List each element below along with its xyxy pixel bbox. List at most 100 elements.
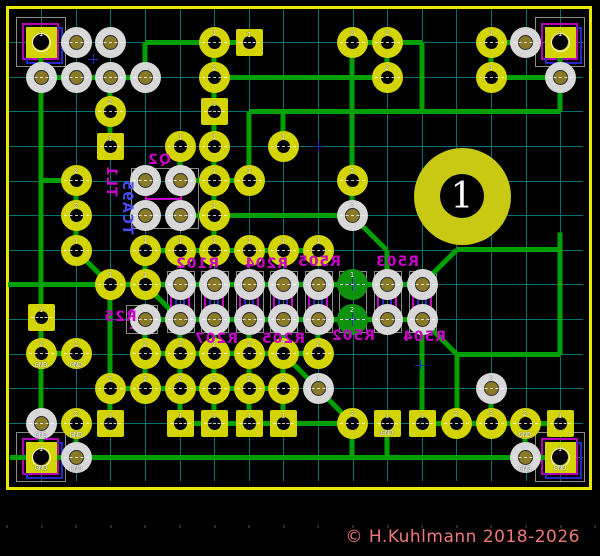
through-hole-pad[interactable]: 2 [440,407,472,439]
copper-trace[interactable] [352,39,387,45]
bottom-layer-pad[interactable] [94,61,126,93]
bottom-layer-pad[interactable] [371,268,403,300]
bottom-layer-pad[interactable] [233,303,265,335]
through-hole-pad[interactable]: 2 [129,337,161,369]
bottom-layer-pad[interactable] [198,303,230,335]
bottom-layer-pad[interactable]: GND [25,407,57,439]
square-pad[interactable]: 1 [166,409,194,437]
copper-trace[interactable] [110,385,284,391]
through-hole-pad[interactable]: 2 [267,372,299,404]
through-hole-pad[interactable]: 1 [302,234,334,266]
through-hole-pad[interactable]: 1 [233,164,265,196]
through-hole-pad[interactable]: 1 [198,130,230,162]
mounting-pad[interactable]: 1 [25,26,57,58]
component-body[interactable] [239,288,259,314]
through-hole-pad[interactable]: 2 [94,95,126,127]
copper-trace[interactable] [419,42,425,111]
copper-trace[interactable] [457,246,560,252]
bottom-layer-pad[interactable] [267,303,299,335]
through-hole-pad[interactable]: 2 [267,337,299,369]
silkscreen-label[interactable]: R102 [174,256,220,272]
silkscreen-label[interactable]: TCA95 [119,179,135,235]
bottom-layer-pad[interactable] [129,164,161,196]
bottom-layer-pad[interactable] [129,199,161,231]
copper-trace[interactable] [180,212,214,218]
square-pad[interactable]: 1 [200,97,228,125]
bottom-layer-pad[interactable] [406,303,438,335]
through-hole-pad[interactable]: 1 [164,130,196,162]
component-body[interactable] [412,288,432,314]
copper-trace[interactable] [41,74,145,80]
bottom-layer-pad[interactable] [544,61,576,93]
bottom-layer-pad[interactable] [233,268,265,300]
through-hole-pad[interactable]: 2 [198,61,230,93]
silkscreen-label[interactable]: R205 [260,331,306,347]
bottom-layer-pad[interactable] [509,26,541,58]
through-hole-pad[interactable]: 2 [233,372,265,404]
copper-trace[interactable] [180,420,352,426]
bottom-layer-pad[interactable] [198,268,230,300]
bottom-layer-pad[interactable] [302,268,334,300]
square-pad[interactable]: 1 [96,132,124,160]
copper-trace[interactable] [214,212,352,218]
through-hole-pad[interactable]: 2 [371,26,403,58]
through-hole-pad[interactable]: 1 [267,234,299,266]
via-pad[interactable]: 1 [336,268,368,300]
through-hole-pad[interactable]: 1 [475,61,507,93]
through-hole-pad[interactable]: 2 [233,337,265,369]
component-body[interactable] [377,288,397,314]
component-body[interactable] [170,288,190,314]
bottom-layer-pad[interactable] [371,303,403,335]
through-hole-pad[interactable]: 2 [129,372,161,404]
bottom-layer-pad[interactable] [164,303,196,335]
copper-trace[interactable] [145,39,249,45]
through-hole-pad[interactable]: 1 [233,234,265,266]
via-pad[interactable]: 2 [336,303,368,335]
copper-trace[interactable] [457,351,560,357]
through-hole-pad[interactable]: 1 [198,199,230,231]
bottom-layer-pad[interactable] [60,26,92,58]
through-hole-pad[interactable]: 2 [371,61,403,93]
silkscreen-label[interactable]: R504 [401,329,447,345]
component-body[interactable] [204,288,224,314]
square-pad[interactable]: 1 [27,303,55,331]
copper-trace[interactable] [249,108,560,114]
square-pad[interactable]: 1 [235,409,263,437]
copper-trace[interactable] [491,74,560,80]
through-hole-pad[interactable]: 2 [336,164,368,196]
silkscreen-label[interactable]: R502 [330,328,376,344]
through-hole-pad[interactable]: 2 [198,372,230,404]
bottom-layer-pad[interactable] [406,268,438,300]
through-hole-pad[interactable]: 1 [198,26,230,58]
copper-trace[interactable] [387,39,422,45]
bottom-layer-pad[interactable]: 2 [336,199,368,231]
silkscreen-label[interactable]: R503 [374,254,420,270]
through-hole-pad[interactable]: 1 [164,234,196,266]
bottom-layer-pad[interactable] [129,303,161,335]
through-hole-pad[interactable]: 1 [94,268,126,300]
through-hole-pad[interactable]: 1 [198,234,230,266]
bottom-layer-pad[interactable]: GND [60,441,92,473]
silkscreen-label[interactable]: R505 [296,254,342,270]
bottom-layer-pad[interactable] [164,164,196,196]
through-hole-pad[interactable]: 2 [198,337,230,369]
through-hole-pad[interactable]: 1 [475,26,507,58]
component-body[interactable] [273,288,293,314]
layer-marker[interactable]: 1 [413,147,511,245]
square-pad[interactable]: 1 [546,409,574,437]
through-hole-pad[interactable]: 1 [267,130,299,162]
silkscreen-label[interactable]: TL1 [103,165,119,197]
component-body[interactable] [308,288,328,314]
square-pad[interactable]: 1 [200,409,228,437]
copper-trace[interactable] [491,39,525,45]
through-hole-pad[interactable]: 2 [94,372,126,404]
bottom-layer-pad[interactable] [129,61,161,93]
bottom-layer-pad[interactable] [25,61,57,93]
